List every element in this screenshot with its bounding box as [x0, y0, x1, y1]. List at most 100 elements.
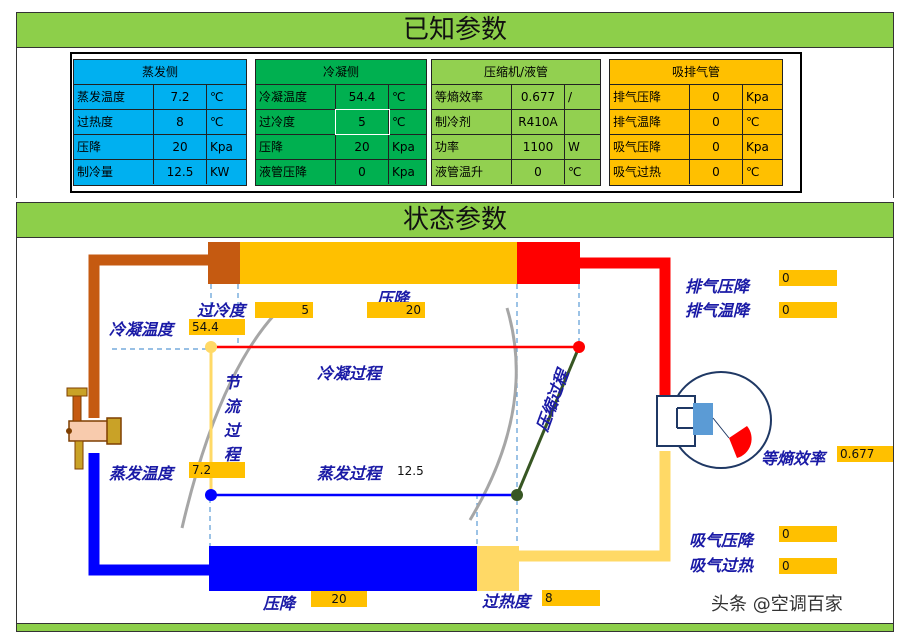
guide-lines	[112, 284, 580, 546]
refrigeration-cycle-diagram: 过冷度 5 压降 20 冷凝温度 54.4 冷凝过程 节流过程 蒸发温度 7.2…	[16, 238, 894, 623]
param-unit: ℃	[392, 90, 406, 104]
evaporator-block	[209, 546, 477, 591]
param-value[interactable]: 54.4	[336, 85, 389, 109]
param-name: 排气温降	[610, 110, 690, 134]
superheat-label: 过热度	[482, 592, 531, 611]
param-unit: W	[568, 140, 580, 154]
evap-process-value: 12.5	[397, 464, 424, 478]
param-value[interactable]: 0	[690, 85, 743, 109]
cond-drop-value: 20	[367, 302, 425, 318]
condenser-block	[240, 242, 517, 284]
suction-drop-value: 0	[779, 526, 837, 542]
param-name: 液管温升	[432, 160, 512, 184]
evap-temp-label: 蒸发温度	[109, 464, 174, 483]
param-value[interactable]: 7.2	[154, 85, 207, 109]
saturation-curve-left	[180, 312, 277, 529]
param-unit	[565, 110, 600, 134]
param-unit: KW	[210, 165, 230, 179]
param-group-title: 蒸发侧	[74, 60, 246, 85]
param-unit: ℃	[392, 115, 406, 129]
isentropic-label: 等熵效率	[761, 449, 826, 468]
discharge-temp-label: 排气温降	[685, 301, 750, 320]
suction-line-pipe	[507, 451, 671, 562]
known-params-header: 已知参数	[16, 12, 894, 48]
discharge-drop-value: 0	[779, 270, 837, 286]
point-evap-end	[511, 489, 523, 501]
param-name: 液管压降	[256, 160, 336, 184]
cond-temp-label: 冷凝温度	[109, 320, 174, 339]
param-name: 制冷剂	[432, 110, 512, 134]
params-frame	[70, 52, 802, 193]
param-name: 吸气压降	[610, 135, 690, 159]
saturation-curve-right	[468, 307, 518, 521]
throttle-char: 过	[224, 421, 241, 440]
param-unit: ℃	[568, 165, 582, 179]
watermark: 头条 @空调百家	[711, 594, 843, 615]
suction-superheat-label: 吸气过热	[689, 556, 754, 575]
footer-bar	[16, 623, 894, 632]
param-value[interactable]: 0	[336, 160, 389, 184]
param-name: 压降	[256, 135, 336, 159]
throttle-char: 节	[224, 373, 241, 392]
isentropic-value: 0.677	[837, 446, 893, 462]
point-condense-end	[205, 341, 217, 353]
cond-temp-value: 54.4	[189, 319, 245, 335]
param-unit: Kpa	[392, 140, 415, 154]
param-value[interactable]: 1100	[512, 135, 565, 159]
param-unit: ℃	[210, 115, 224, 129]
param-name: 等熵效率	[432, 85, 512, 109]
param-group-title: 压缩机/液管	[432, 60, 600, 85]
param-unit: Kpa	[210, 140, 233, 154]
evap-inlet-pipe	[88, 453, 209, 576]
compression-process-line	[515, 346, 581, 496]
evap-drop-value: 20	[311, 591, 367, 607]
param-unit: Kpa	[746, 140, 769, 154]
param-name: 蒸发温度	[74, 85, 154, 109]
param-value[interactable]: 20	[154, 135, 207, 159]
param-value[interactable]: 0.677	[512, 85, 565, 109]
liquid-line-pipe	[88, 254, 212, 418]
param-name: 排气压降	[610, 85, 690, 109]
param-value[interactable]: 0	[690, 135, 743, 159]
param-value[interactable]: 8	[154, 110, 207, 134]
param-unit: ℃	[746, 165, 760, 179]
subcool-value: 5	[255, 302, 313, 318]
param-value[interactable]: 0	[690, 110, 743, 134]
param-value[interactable]: 5	[335, 109, 390, 135]
subcooler-block	[208, 242, 240, 284]
param-value[interactable]: 0	[512, 160, 565, 184]
param-unit: /	[568, 90, 573, 104]
param-value[interactable]: R410A	[512, 110, 565, 134]
superheat-value: 8	[542, 590, 600, 606]
param-name: 冷凝温度	[256, 85, 336, 109]
compressor-icon	[656, 371, 772, 469]
param-group-title: 冷凝侧	[256, 60, 426, 85]
param-value[interactable]: 12.5	[154, 160, 207, 184]
expansion-valve-icon	[66, 387, 122, 470]
param-group-title: 吸排气管	[610, 60, 782, 85]
param-name: 功率	[432, 135, 512, 159]
throttle-char: 流	[224, 397, 241, 416]
point-condense-start	[573, 341, 585, 353]
param-unit: Kpa	[746, 90, 769, 104]
param-value[interactable]: 0	[690, 160, 743, 184]
param-value[interactable]: 20	[336, 135, 389, 159]
subcool-label: 过冷度	[197, 301, 246, 320]
